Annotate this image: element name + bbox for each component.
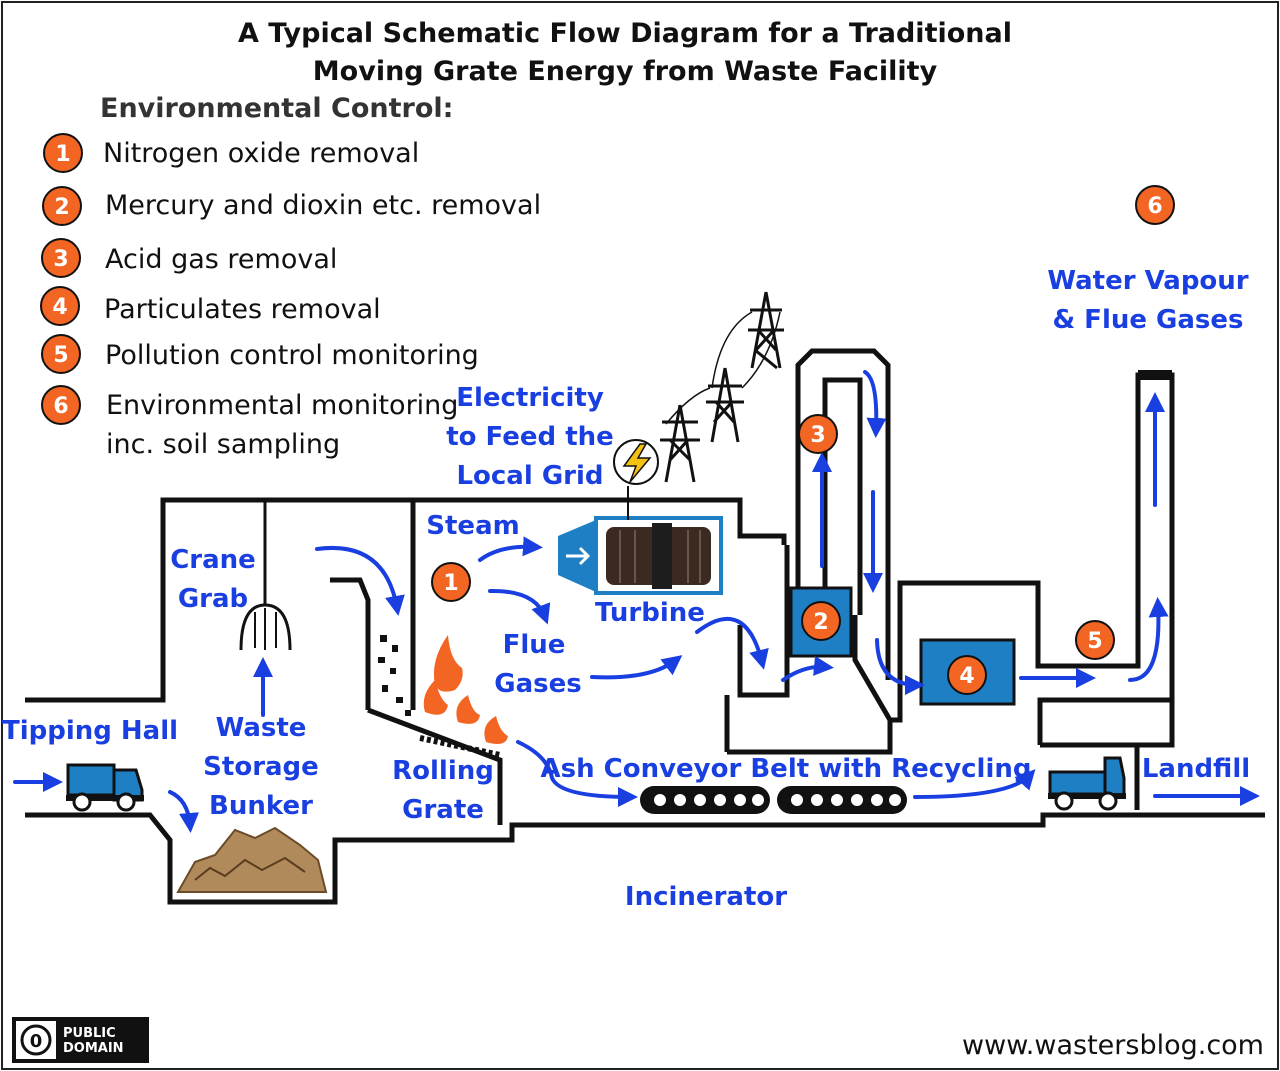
legend-item-2: 2 Mercury and dioxin etc. removal [42,186,541,226]
legend-badge-6 [41,385,81,425]
building-outline [25,348,1265,905]
arrow-into-stack [1128,597,1169,682]
crane-grab-icon [239,502,292,651]
legend-heading: Environmental Control: [100,93,453,124]
crane-grab-label-line2: Grab [178,584,248,614]
website-url: www.wastersblog.com [962,1030,1264,1061]
arrow-crane-to-hopper [315,546,405,616]
legend-badge-3 [41,238,81,278]
falling-waste [378,635,411,716]
stage-badge-3: 3 [798,414,838,454]
arrow-flue-gases-1 [488,588,551,625]
legend-badge-4-number: 4 [52,295,67,320]
arrow-turbine-to-duct [695,616,769,670]
power-pylons-icon [660,291,784,483]
landfill-label: Landfill [1142,754,1250,784]
steam-label: Steam [426,511,519,541]
flow-arrows [13,370,1260,833]
waste-storage-label-line1: Waste [216,713,307,743]
waste-truck-icon [66,763,144,812]
arrow-into-unit-4 [875,638,925,695]
flue-gases-label-line2: Gases [494,669,581,699]
electricity-label-line3: Local Grid [456,461,603,491]
stack-top [1138,370,1172,380]
ash-conveyor-belt [640,786,907,814]
legend-item-1: 1 Nitrogen oxide removal [43,133,419,173]
arrow-conveyor-to-truck [913,769,1036,799]
legend-item-5: 5 Pollution control monitoring [41,334,479,374]
arrow-ash-to-conveyor [516,740,638,807]
fire-icon [423,635,508,744]
waste-storage-label-line2: Storage [203,752,319,782]
incinerator-label: Incinerator [625,882,787,912]
stage-badge-4-number: 4 [959,664,974,689]
legend-label-6-line2: inc. soil sampling [106,429,340,460]
stage-badge-5: 5 [1075,620,1115,660]
arrow-flue-gases-2 [590,655,683,680]
stage-badge-1: 1 [431,562,471,602]
legend-label-2: Mercury and dioxin etc. removal [105,190,541,221]
diagram-title-line1: A Typical Schematic Flow Diagram for a T… [238,18,1012,49]
lightning-icon [613,439,659,485]
landfill-truck-icon [1048,756,1126,811]
stage-badge-2-number: 2 [813,610,828,635]
legend-badge-1-number: 1 [55,142,70,167]
legend-badge-4 [40,286,80,326]
legend-label-5: Pollution control monitoring [105,340,479,371]
flue-gases-label-line1: Flue [503,630,566,660]
stage-badge-1-number: 1 [443,571,458,596]
tipping-hall-label: Tipping Hall [2,716,178,746]
electricity-label-line2: to Feed the [446,422,614,452]
public-domain-zero-icon: 0 [30,1031,43,1052]
legend-label-4: Particulates removal [104,294,381,325]
legend-badge-6-number: 6 [53,394,68,419]
legend-item-3: 3 Acid gas removal [41,238,337,278]
stage-badge-6-number: 6 [1147,194,1162,219]
legend-badge-1 [43,133,83,173]
legend-badge-2-number: 2 [54,195,69,220]
turbine-label: Turbine [595,598,705,628]
ash-conveyor-label: Ash Conveyor Belt with Recycling [540,754,1031,784]
water-vapour-label-line1: Water Vapour [1047,266,1248,296]
stage-badge-6: 6 [1135,185,1175,225]
diagram-title-line2: Moving Grate Energy from Waste Facility [313,56,938,87]
arrow-steam [478,536,543,562]
turbine-icon [558,486,723,595]
license-line2: DOMAIN [63,1041,124,1056]
rolling-grate-label-line1: Rolling [392,756,494,786]
legend-badge-3-number: 3 [53,247,68,272]
waste-pile [176,826,328,893]
legend-label-1: Nitrogen oxide removal [103,138,419,169]
arrow-into-bunker [168,790,200,833]
legend-item-4: 4 Particulates removal [40,286,381,326]
electricity-label-line1: Electricity [456,383,604,413]
legend-badge-5 [41,334,81,374]
stage-badge-5-number: 5 [1087,629,1102,654]
legend-badge-5-number: 5 [53,343,68,368]
arrow-into-unit-2 [781,655,834,682]
waste-pile-texture [194,856,306,881]
arrow-tower-down-top [863,370,887,438]
rolling-grate-label-line2: Grate [402,795,484,825]
legend-label-6: Environmental monitoring [106,390,458,421]
stage-badge-3-number: 3 [810,423,825,448]
waste-storage-label-line3: Bunker [209,791,313,821]
legend-label-3: Acid gas removal [105,244,337,275]
stage-badge-4: 4 [947,655,987,695]
license-line1: PUBLIC [63,1026,116,1041]
stage-badge-2: 2 [801,601,841,641]
crane-grab-label-line1: Crane [170,545,256,575]
legend-item-6: 6 Environmental monitoring inc. soil sam… [41,385,458,460]
water-vapour-label-line2: & Flue Gases [1052,305,1243,335]
public-domain-badge: 0 PUBLIC DOMAIN [12,1017,149,1063]
legend-badge-2 [42,186,82,226]
